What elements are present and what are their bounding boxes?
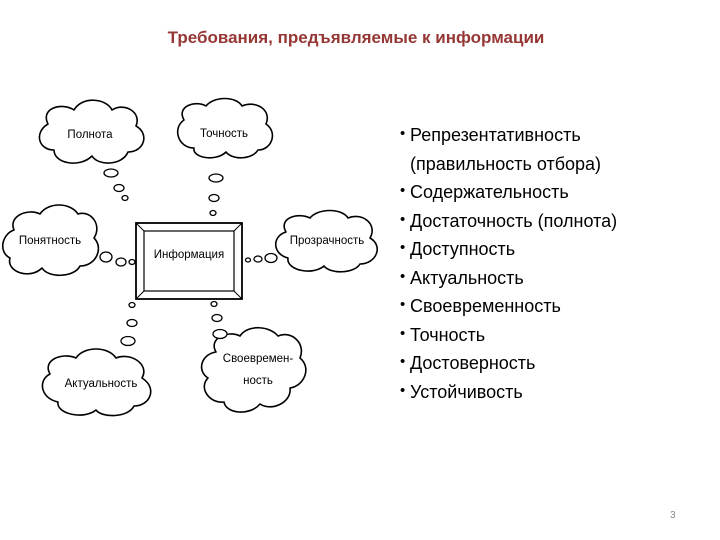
cloud-aktualnost: Актуальность [42,349,150,416]
list-item: Достоверность [400,349,700,378]
cloud-label-polnota: Полнота [67,129,113,141]
list-item: Содержательность [400,178,700,207]
cloud-label-aktualnost: Актуальность [65,378,138,390]
list-item: Доступность [400,235,700,264]
cloud-label-svoevremennost-line2: ность [243,375,273,387]
thought-bubbles-prozrachnost [246,254,278,263]
requirements-list: Репрезентативность (правильность отбора)… [400,121,700,406]
center-box: Информация [136,223,242,299]
cloud-ponyatnost: Понятность [3,205,99,275]
thought-bubbles-svoevremennost [211,302,227,339]
list-item: Устойчивость [400,378,700,407]
cloud-label-svoevremennost-line1: Своевремен- [223,353,294,365]
center-label: Информация [154,249,224,261]
cloud-label-ponyatnost: Понятность [19,235,81,247]
list-item: Точность [400,321,700,350]
cloud-polnota: Полнота [39,100,143,163]
cloud-svoevremennost: Своевремен- ность [202,328,306,412]
thought-bubbles-ponyatnost [100,252,135,266]
page-number: 3 [670,510,676,521]
list-item: Актуальность [400,264,700,293]
list-item: Репрезентативность (правильность отбора) [400,121,700,178]
thought-bubbles-aktualnost [121,303,137,346]
thought-bubbles-tochnost [209,174,223,216]
cloud-label-prozrachnost: Прозрачность [290,235,365,247]
list-item: Своевременность [400,292,700,321]
list-item: Достаточность (полнота) [400,207,700,236]
cloud-tochnost: Точность [178,99,273,158]
thought-bubbles-polnota [104,169,128,201]
cloud-label-tochnost: Точность [200,128,248,140]
cloud-prozrachnost: Прозрачность [276,211,377,272]
